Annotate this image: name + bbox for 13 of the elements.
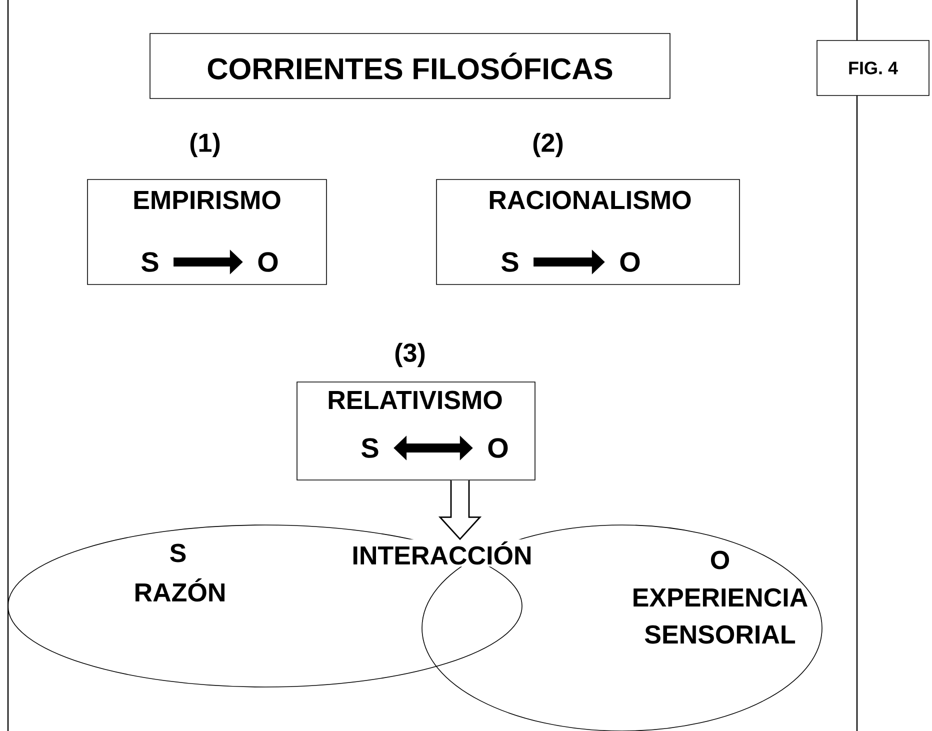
letter-label: S	[501, 252, 518, 272]
node-label: (2)	[533, 132, 563, 158]
center-label: INTERACCIÓN	[350, 539, 534, 567]
node-label: (3)	[395, 342, 425, 368]
letter-label: O	[620, 252, 640, 272]
hollow-arrow	[438, 480, 482, 540]
title-box: CORRIENTES FILOSÓFICAS	[150, 33, 670, 99]
node-label: (1)	[190, 132, 220, 158]
letter-label: S	[141, 252, 158, 272]
figure-box: FIG. 4	[816, 40, 930, 96]
letter-label: O	[258, 252, 278, 272]
letter-label: O	[488, 438, 508, 458]
letter-label: S	[361, 438, 378, 458]
